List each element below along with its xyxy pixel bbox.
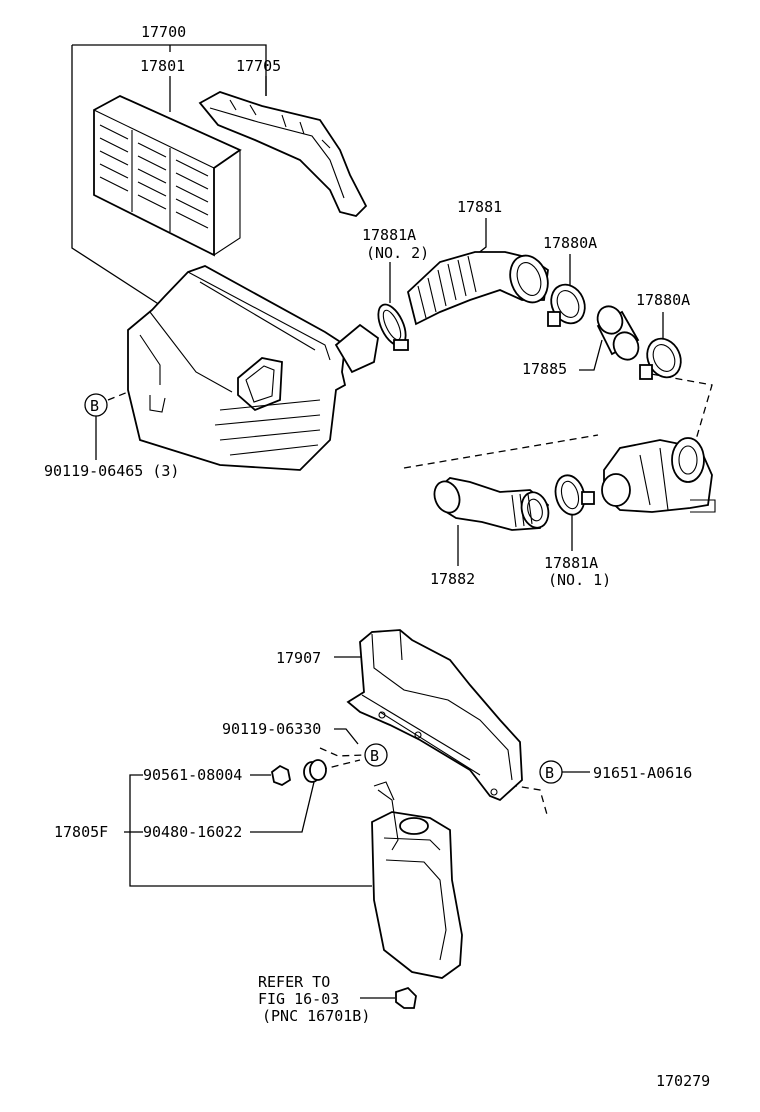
clip-refer-part [395, 986, 417, 1009]
label-17705: 17705 [236, 57, 281, 75]
label-90119-06465: 90119-06465 (3) [44, 462, 179, 480]
label-17881a-no1: 17881A [544, 554, 598, 572]
hose-clamp-17880a-upper [547, 283, 586, 327]
ref-b-circle-right: B [539, 760, 563, 784]
intake-hose-17881 [406, 251, 549, 326]
label-17880a-upper: 17880A [543, 234, 597, 252]
label-17881a-no1-note: (NO. 1) [548, 571, 611, 589]
turbocharger-inlet [601, 437, 716, 513]
label-17907: 17907 [276, 649, 321, 667]
label-17801: 17801 [140, 57, 185, 75]
label-17881a-no2: 17881A [362, 226, 416, 244]
label-17700: 17700 [141, 23, 186, 41]
label-91651-a0616: 91651-A0616 [593, 764, 692, 782]
refer-line-2: FIG 16-03 [258, 990, 339, 1008]
air-cleaner-cap [198, 91, 368, 217]
intake-pipe-17885 [596, 305, 640, 361]
diagram-number: 170279 [656, 1072, 710, 1090]
hose-clamp-no2 [377, 303, 409, 351]
hose-clamp-17880a-lower [639, 337, 682, 380]
svg-text:B: B [90, 397, 99, 415]
label-17885: 17885 [522, 360, 567, 378]
hose-clamp-no1 [554, 474, 595, 516]
label-90480-16022: 90480-16022 [143, 823, 242, 841]
label-17882: 17882 [430, 570, 475, 588]
refer-line-3: (PNC 16701B) [262, 1007, 370, 1025]
label-90119-06330: 90119-06330 [222, 720, 321, 738]
resonator-17805f [371, 781, 463, 979]
grommet-90480-16022 [303, 759, 327, 783]
air-cleaner-case [127, 265, 379, 471]
refer-line-1: REFER TO [258, 973, 330, 991]
label-17881: 17881 [457, 198, 502, 216]
bolt-90561-08004 [271, 764, 292, 786]
intake-hose-17882 [433, 477, 550, 531]
label-17880a-lower: 17880A [636, 291, 690, 309]
label-17805f: 17805F [54, 823, 108, 841]
label-17881a-no2-note: (NO. 2) [366, 244, 429, 262]
ref-b-circle-middle: B [364, 743, 388, 767]
ref-b-circle-left: B [84, 393, 108, 417]
air-inlet-duct-17907 [346, 629, 523, 802]
air-filter-element [93, 94, 242, 257]
svg-text:B: B [545, 764, 554, 782]
svg-text:B: B [370, 747, 379, 765]
label-90561-08004: 90561-08004 [143, 766, 242, 784]
